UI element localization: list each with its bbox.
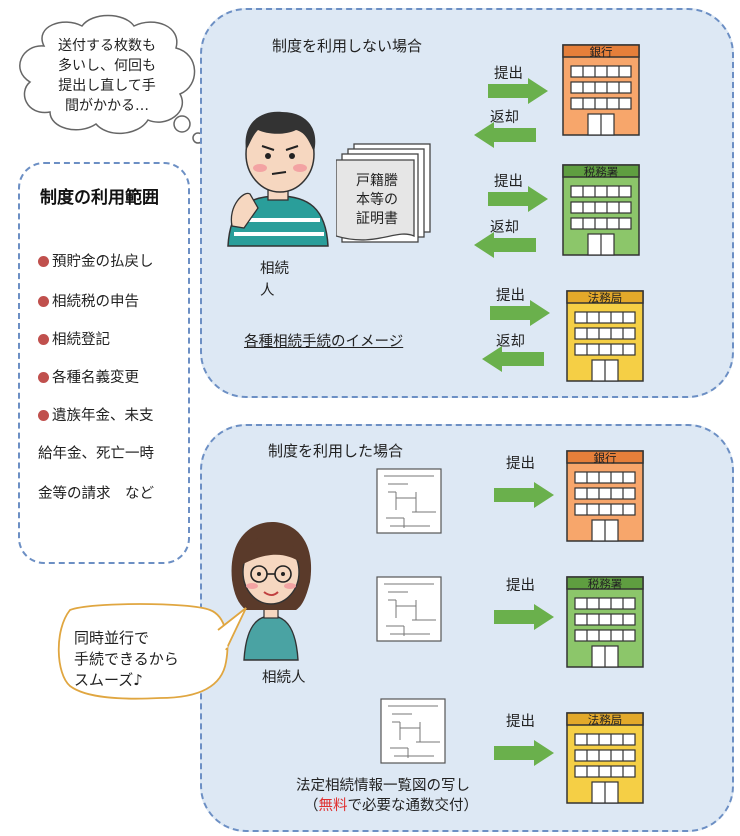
bank-building-bottom: 銀行	[566, 450, 644, 542]
return-label-3: 返却	[496, 334, 525, 350]
bullet-dot	[38, 372, 49, 383]
man-icon	[227, 111, 329, 247]
tax-office-building-bottom: 税務署	[566, 576, 644, 668]
with-system-caption-line-2: （無料で必要な通数交付）	[304, 798, 478, 814]
without-system-title: 制度を利用しない場合	[272, 37, 423, 55]
bank-label: 銀行	[593, 451, 617, 465]
scope-item-1: 預貯金の払戻し	[38, 250, 154, 271]
scope-item-5: 遺族年金、未支	[38, 404, 154, 425]
cloud-line-4: 間がかかる…	[65, 98, 149, 114]
with-system-caption-line-1: 法定相続情報一覧図の写し	[296, 778, 470, 794]
submit-label-b1: 提出	[506, 456, 535, 472]
building-icon	[566, 290, 644, 382]
legal-affairs-label: 法務局	[587, 291, 623, 305]
scope-title: 制度の利用範囲	[40, 188, 159, 208]
building-icon	[566, 450, 644, 542]
bullet-dot	[38, 296, 49, 307]
bullet-dot	[38, 410, 49, 421]
thought-cloud: 送付する枚数も 多いし、何回も 提出し直して手 間がかかる…	[4, 8, 204, 148]
scope-item-2: 相続税の申告	[38, 290, 139, 311]
scope-item-5-cont-1: 給年金、死亡一時	[38, 446, 154, 462]
return-label-2: 返却	[490, 220, 519, 236]
submit-arrow-icon	[490, 300, 550, 326]
submit-arrow-icon	[494, 482, 554, 508]
scope-box: 制度の利用範囲 預貯金の払戻し 相続税の申告 相続登記 各種名義変更 遺族年金、…	[18, 162, 190, 564]
return-arrow-icon	[474, 122, 536, 148]
free-highlight: 無料	[318, 798, 348, 814]
without-person-label: 相続人	[260, 261, 289, 299]
bullet-dot	[38, 334, 49, 345]
return-label-1: 返却	[490, 110, 519, 126]
cloud-line-1: 送付する枚数も	[58, 38, 156, 54]
tax-office-label: 税務署	[583, 165, 619, 179]
cloud-line-3: 提出し直して手	[58, 78, 156, 94]
building-icon	[562, 44, 640, 136]
building-icon	[562, 164, 640, 256]
legal-affairs-label: 法務局	[587, 713, 623, 727]
legal-affairs-building-bottom: 法務局	[566, 712, 644, 804]
return-arrow-icon	[474, 232, 536, 258]
certificate-document-icon	[380, 698, 446, 764]
bullet-dot	[38, 256, 49, 267]
woman-icon	[231, 522, 312, 661]
tax-office-building-top: 税務署	[562, 164, 640, 256]
submit-label-2: 提出	[494, 174, 523, 190]
return-arrow-icon	[482, 346, 544, 372]
tax-office-label: 税務署	[587, 577, 623, 591]
submit-label-3: 提出	[496, 288, 525, 304]
document-stack-icon	[336, 143, 431, 243]
speech-line-3: スムーズ♪	[74, 671, 143, 689]
submit-label-b3: 提出	[506, 714, 535, 730]
with-person-label: 相続人	[262, 670, 306, 686]
submit-arrow-icon	[494, 604, 554, 630]
scope-item-5-cont-2: 金等の請求 など	[38, 486, 154, 502]
certificate-document-icon	[376, 576, 442, 642]
speech-bubble-shape	[57, 603, 247, 700]
speech-line-1: 同時並行で	[74, 629, 150, 647]
scope-item-4: 各種名義変更	[38, 366, 139, 387]
bank-label: 銀行	[589, 45, 613, 59]
cloud-shape	[19, 14, 204, 144]
submit-arrow-icon	[488, 186, 548, 212]
submit-arrow-icon	[488, 78, 548, 104]
legal-affairs-building-top: 法務局	[566, 290, 644, 382]
cloud-line-2: 多いし、何回も	[58, 58, 156, 74]
scope-item-3: 相続登記	[38, 328, 110, 349]
building-icon	[566, 712, 644, 804]
building-icon	[566, 576, 644, 668]
bank-building-top: 銀行	[562, 44, 640, 136]
with-system-title: 制度を利用した場合	[268, 442, 404, 460]
submit-label-b2: 提出	[506, 578, 535, 594]
certificate-document-icon	[376, 468, 442, 534]
without-system-caption: 各種相続手続のイメージ	[244, 334, 404, 350]
document-stack-text: 戸籍謄 本等の 証明書	[356, 173, 398, 227]
submit-arrow-icon	[494, 740, 554, 766]
submit-label-1: 提出	[494, 66, 523, 82]
speech-line-2: 手続できるから	[74, 650, 179, 668]
speech-bubble: 同時並行で 手続できるから スムーズ♪	[74, 628, 179, 691]
